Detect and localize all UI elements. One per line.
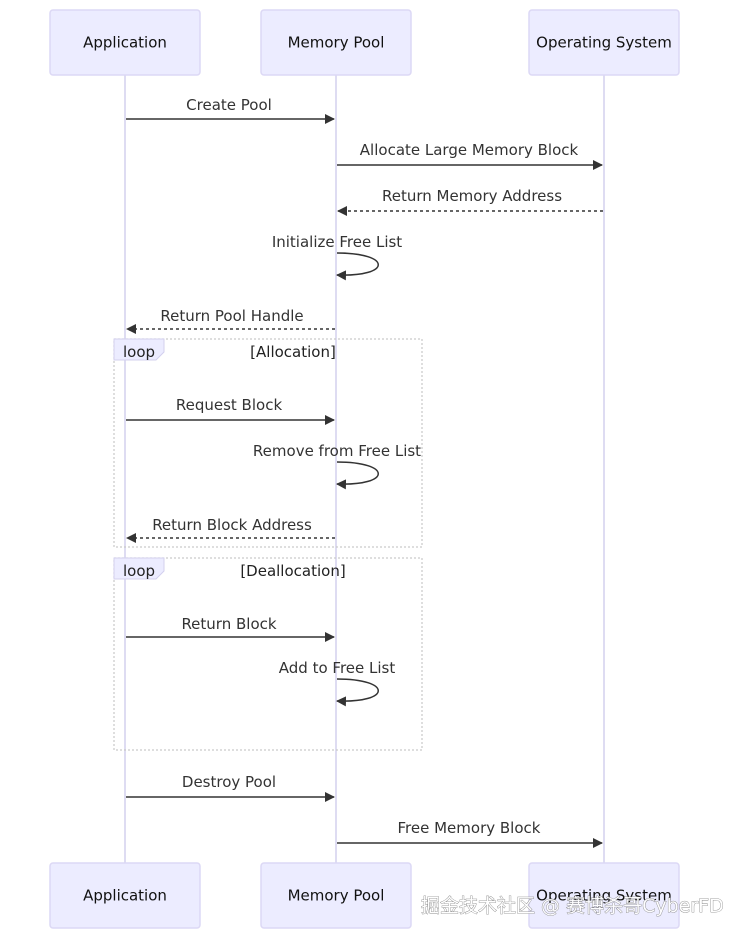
message-label: Destroy Pool	[182, 773, 276, 791]
message-destroy-pool: Destroy Pool	[126, 773, 335, 802]
loop-condition: [Deallocation]	[240, 562, 345, 580]
message-free-memory-block: Free Memory Block	[337, 819, 603, 848]
actor-memory-pool-bottom: Memory Pool	[260, 862, 412, 929]
message-label: Return Block	[181, 615, 276, 633]
loop-keyword: loop	[123, 562, 155, 580]
actor-label: Memory Pool	[288, 887, 385, 905]
self-message-arrow	[336, 252, 379, 281]
message-return-block: Return Block	[126, 615, 335, 642]
loop-tab	[113, 338, 165, 361]
actor-label: Application	[83, 887, 167, 905]
message-label: Initialize Free List	[272, 233, 402, 251]
message-add-to-free-list: Add to Free List	[279, 659, 396, 707]
loop-frame-deallocation: loop [Deallocation]	[113, 557, 423, 751]
loop-condition: [Allocation]	[250, 343, 336, 361]
message-label: Allocate Large Memory Block	[360, 141, 579, 159]
message-label: Request Block	[176, 396, 283, 414]
message-label: Return Memory Address	[382, 187, 562, 205]
loop-tab	[113, 557, 165, 580]
actor-operating-system-bottom: Operating System	[528, 862, 680, 929]
message-label: Create Pool	[186, 96, 272, 114]
watermark: 掘金技术社区 @ 赛博杀哥CyberFD	[421, 895, 724, 917]
actor-label: Operating System	[536, 887, 672, 905]
actor-label: Application	[83, 34, 167, 52]
actor-operating-system-top: Operating System	[528, 9, 680, 76]
self-message-arrow	[336, 461, 379, 490]
actor-application-bottom: Application	[49, 862, 201, 929]
actor-application-top: Application	[49, 9, 201, 76]
message-label: Add to Free List	[279, 659, 396, 677]
message-initialize-free-list: Initialize Free List	[272, 233, 402, 281]
message-request-block: Request Block	[126, 396, 335, 425]
self-message-arrow	[336, 678, 379, 707]
message-label: Free Memory Block	[398, 819, 541, 837]
actor-memory-pool-top: Memory Pool	[260, 9, 412, 76]
message-allocate-large-memory-block: Allocate Large Memory Block	[337, 141, 603, 170]
message-label: Remove from Free List	[253, 442, 421, 460]
message-label: Return Block Address	[152, 516, 312, 534]
loop-frame-allocation: loop [Allocation]	[113, 338, 423, 548]
message-return-pool-handle: Return Pool Handle	[126, 307, 335, 334]
actor-label: Operating System	[536, 34, 672, 52]
message-label: Return Pool Handle	[160, 307, 303, 325]
message-remove-from-free-list: Remove from Free List	[253, 442, 421, 490]
loop-keyword: loop	[123, 343, 155, 361]
message-create-pool: Create Pool	[126, 96, 335, 124]
message-return-memory-address: Return Memory Address	[337, 187, 603, 216]
actor-label: Memory Pool	[288, 34, 385, 52]
message-return-block-address: Return Block Address	[126, 516, 335, 543]
